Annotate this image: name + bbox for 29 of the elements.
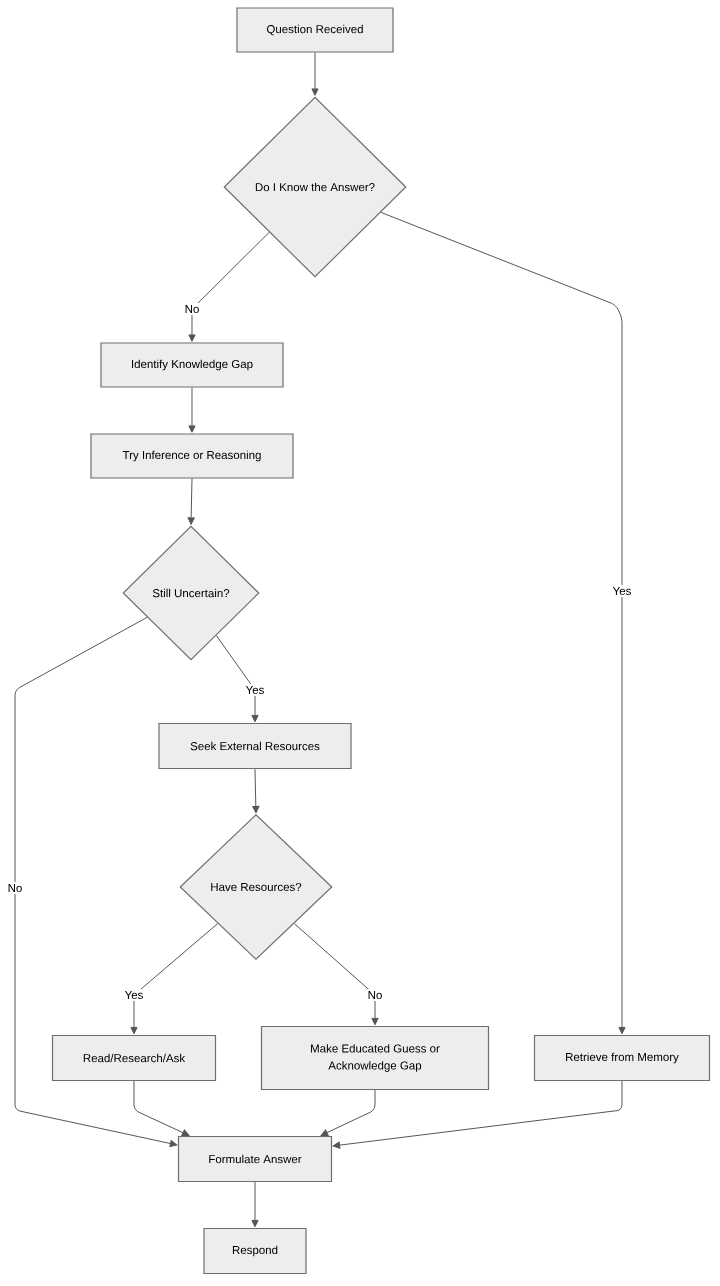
process-box: Identify Knowledge Gap — [100, 342, 284, 388]
edge-label: No — [182, 303, 202, 316]
arrow — [187, 478, 195, 525]
process-box: Formulate Answer — [177, 1135, 333, 1183]
process-box: Question Received — [236, 7, 394, 53]
arrow — [188, 231, 270, 342]
arrow — [332, 1080, 623, 1149]
arrow — [188, 387, 196, 433]
arrow — [133, 1080, 190, 1137]
process-box: Seek External Resources — [158, 722, 352, 770]
process-box: Try Inference or Reasoning — [90, 433, 294, 479]
process-box: Read/Research/Ask — [51, 1034, 217, 1082]
edge-label: Yes — [122, 989, 146, 1001]
edge-label: Yes — [243, 684, 267, 696]
arrow — [320, 1089, 376, 1136]
arrow — [14, 616, 178, 1148]
process-box: Make Educated Guess or Acknowledge Gap — [260, 1025, 490, 1091]
arrow — [251, 1181, 259, 1228]
arrow — [252, 768, 260, 814]
edge-label: Yes — [610, 585, 634, 597]
arrow — [130, 923, 219, 1035]
edge-label: No — [365, 989, 385, 1001]
edge-label: No — [5, 882, 25, 894]
arrow — [380, 211, 626, 1035]
arrow — [311, 52, 319, 96]
arrow — [293, 923, 379, 1026]
process-box: Respond — [203, 1227, 307, 1275]
arrow — [215, 635, 259, 723]
process-box: Retrieve from Memory — [533, 1034, 711, 1082]
